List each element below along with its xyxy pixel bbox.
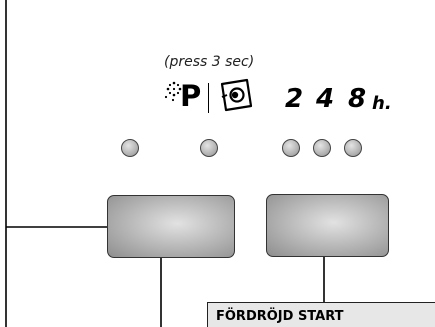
- press-3-sec-hint: (press 3 sec): [164, 54, 255, 70]
- sparkle-p-icon: [164, 81, 182, 102]
- hours-unit-label: h.: [372, 93, 392, 114]
- icon-separator: [208, 83, 209, 113]
- delay-2h-indicator-light: [282, 139, 300, 157]
- hours-4-label: 4: [316, 84, 335, 114]
- delay-start-label: FÖRDRÖJD START: [216, 309, 344, 324]
- delay-4h-indicator-light: [313, 139, 331, 157]
- program-select-button[interactable]: [107, 195, 235, 258]
- hours-2-label: 2: [285, 84, 304, 114]
- camera-indicator-light: [200, 139, 218, 157]
- program-indicator-light: [121, 139, 139, 157]
- camera-icon: [220, 78, 253, 112]
- delay-start-button[interactable]: [266, 194, 389, 257]
- hours-8-label: 8: [348, 84, 367, 114]
- program-p-letter: P: [180, 79, 202, 113]
- delay-start-label-box: FÖRDRÖJD START: [207, 302, 435, 327]
- delay-8h-indicator-light: [344, 139, 362, 157]
